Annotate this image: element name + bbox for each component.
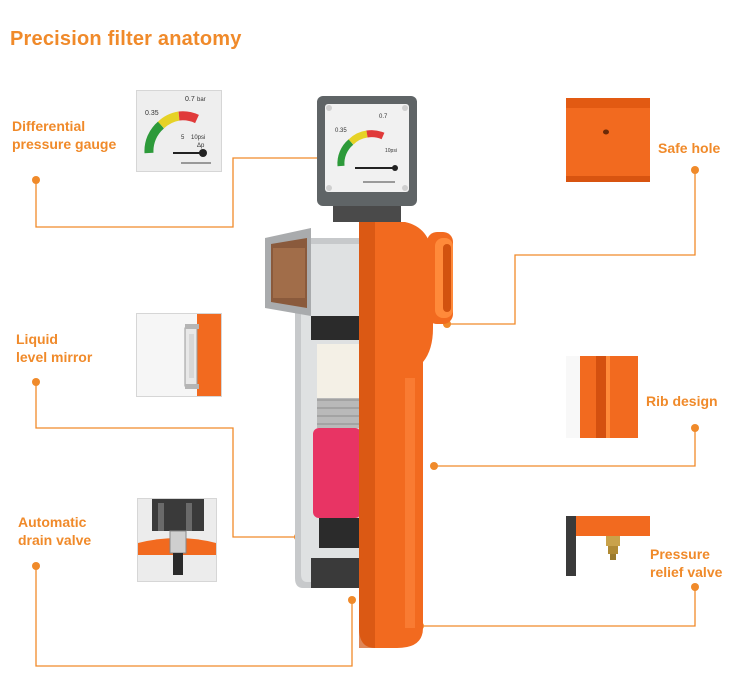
inset-safe-hole [566,98,650,182]
label-automatic-drain-valve: Automatic drain valve [18,513,91,549]
label-line: Differential [12,118,86,134]
dot-liquid-level-mirror [32,378,40,386]
dot-rib-design [691,424,699,432]
label-differential-pressure-gauge: Differential pressure gauge [12,117,116,153]
leader-rib-design [434,428,696,467]
label-liquid-level-mirror: Liquid level mirror [16,330,92,366]
dot-pressure-relief-valve [691,583,699,591]
leader-automatic-drain-valve [35,566,353,667]
label-line: level mirror [16,349,93,365]
dot-safe-hole [691,166,699,174]
gauge-high: 0.7 [379,114,388,120]
gauge-closeup-icon: 0.35 0.7 bar 10psi Δp 5 [137,91,221,171]
dot-differential-pressure-gauge [32,176,40,184]
precision-filter-illustration: 0.35 0.7 10psi [265,96,453,648]
inset-rib-design [566,356,638,438]
label-pressure-relief-valve: Pressure relief valve [650,545,722,581]
leader-liquid-level-mirror [35,382,298,538]
label-line: Automatic [18,514,87,530]
label-line: Pressure [650,546,710,562]
liquid-level-mirror-icon [184,314,221,396]
label-line: Safe hole [658,140,721,156]
inset-automatic-drain-valve [137,498,217,582]
label-line: pressure gauge [12,136,117,152]
leader-differential-pressure-gauge [35,157,338,228]
drain-valve-icon [138,499,216,581]
gauge-closeup-low: 0.35 [145,110,159,117]
page-title: Precision filter anatomy [10,28,242,50]
gauge-closeup-unit-low: bar [197,97,206,103]
rib-design-icon [566,356,638,438]
gauge-icon: 0.35 0.7 10psi [317,96,417,206]
label-rib-design: Rib design [646,392,718,410]
leader-safe-hole [447,170,696,325]
gauge-closeup-unit-high: 10psi [191,135,205,141]
gauge-unit-high: 10psi [385,148,397,154]
gauge-closeup-small: 5 [181,135,185,141]
dot-automatic-drain-valve-target [348,596,356,604]
label-line: relief valve [650,564,723,580]
label-safe-hole: Safe hole [658,139,720,157]
leader-pressure-relief-valve [420,587,696,627]
inset-pressure-relief-valve [566,516,650,600]
dot-automatic-drain-valve [32,562,40,570]
inset-liquid-level-mirror [136,313,222,397]
gauge-closeup-high: 0.7 [185,96,195,103]
label-line: drain valve [18,532,92,548]
gauge-closeup-delta: Δp [197,143,205,149]
inset-differential-pressure-gauge: 0.35 0.7 bar 10psi Δp 5 [136,90,222,172]
gauge-low: 0.35 [335,128,347,134]
relief-valve-icon [566,516,650,576]
safe-hole-closeup-icon [566,98,650,182]
dot-rib-design-target [430,462,438,470]
label-line: Liquid [16,331,58,347]
label-line: Rib design [646,393,718,409]
